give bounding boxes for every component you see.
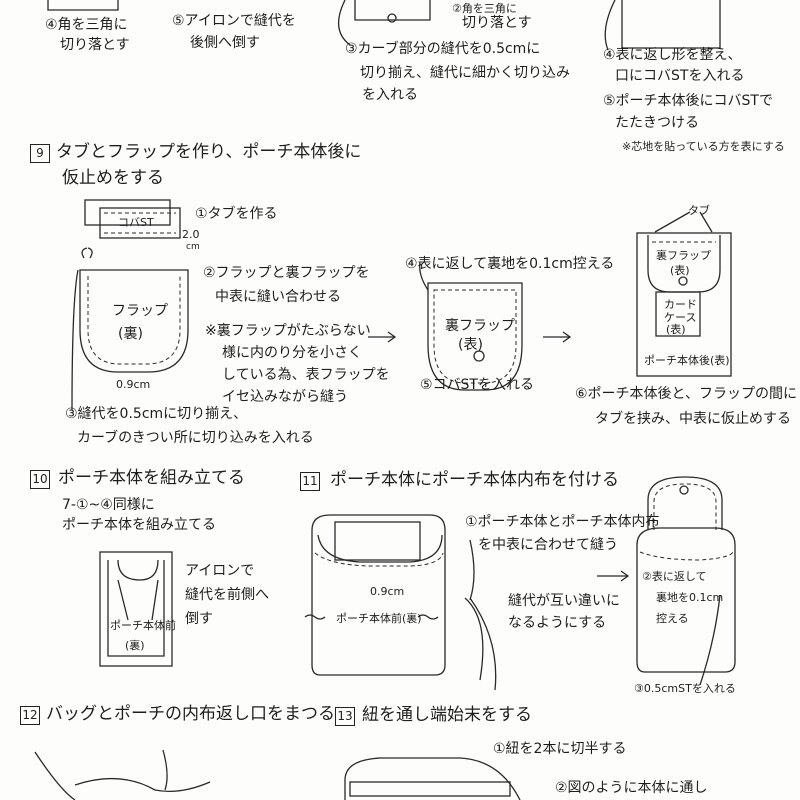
note-left-step4-line2: 切り落とす xyxy=(60,37,130,53)
pouch-back-label: ポーチ本体後(表) xyxy=(644,354,730,367)
iron-note-line3: 倒す xyxy=(185,611,213,627)
section9-note-line2: 様に内のり分を小さく xyxy=(222,345,362,361)
section13-step2: ②図のように本体に通し xyxy=(555,780,708,796)
section10-sub-line1: 7-①~④同様に xyxy=(62,497,155,513)
section11-seam: 0.9cm xyxy=(370,585,405,598)
note-mid-step3-line1: ③カーブ部分の縫代を0.5cmに xyxy=(345,41,541,57)
section9-step3-line2: カーブのきつい所に切り込みを入れる xyxy=(77,430,314,446)
iron-note-line1: アイロンで xyxy=(185,563,255,579)
section10-number: 10 xyxy=(30,470,50,489)
flap2-side: (表) xyxy=(458,337,483,353)
pouch-front-label: ポーチ本体前 xyxy=(110,619,176,632)
section9-note-line3: している為、表フラップを xyxy=(222,367,390,383)
section11-seam-note-line1: 縫代が互い違いに xyxy=(508,593,620,609)
iron-note-line2: 縫代を前側へ xyxy=(185,587,269,603)
tab-label: コバST xyxy=(118,216,154,229)
section9-note-line1: ※裏フラップがたぶらない xyxy=(205,323,371,339)
note-mid-step2-line2: 切り落とす xyxy=(462,15,532,31)
section12-number: 12 xyxy=(20,706,40,725)
arrow-right-3 xyxy=(597,570,630,582)
top-middle-fragment xyxy=(338,0,431,46)
section11-body-label: ポーチ本体前(裏) xyxy=(336,612,422,625)
note-right-step5-line1: ⑤ポーチ本体後にコバSTで xyxy=(603,93,773,109)
cord-drawing xyxy=(344,757,521,800)
flap-drawing xyxy=(71,269,189,411)
section9-step2-line1: ②フラップと裏フラップを xyxy=(203,265,370,281)
section9-step3-line1: ③縫代を0.5cmに切り揃え、 xyxy=(65,406,248,422)
pouch-back-drawing xyxy=(636,211,732,377)
tab-callout: タブ xyxy=(688,204,710,217)
tab-unit: cm xyxy=(186,242,200,252)
section11-step2-line3: 控える xyxy=(656,612,689,625)
note-left-step5-line1: ⑤アイロンで縫代を xyxy=(172,13,296,29)
section9-step5: ⑤コバSTを入れる xyxy=(420,377,534,393)
section11-step2-line1: ②表に返して xyxy=(642,570,707,583)
flap-seam: 0.9cm xyxy=(116,378,151,391)
card-case-label1: カード xyxy=(664,298,697,311)
flap-turned-drawing xyxy=(419,261,523,391)
note-left-step4-line1: ④角を三角に xyxy=(45,17,128,33)
section11-step1-line2: を中表に合わせて縫う xyxy=(478,537,618,553)
tab-drawing xyxy=(81,199,181,259)
card-case-label3: (表) xyxy=(666,323,686,336)
section13-step1: ①紐を2本に切半する xyxy=(493,741,627,757)
arrow-right-2 xyxy=(543,331,572,343)
section11-number: 11 xyxy=(300,472,320,491)
section9-number: 9 xyxy=(30,144,50,163)
note-right-step4-line1: ④表に返し形を整え、 xyxy=(603,47,742,63)
section13-number: 13 xyxy=(335,707,355,726)
section11-step2-line2: 裏地を0.1cm xyxy=(656,591,724,604)
section11-step1-line1: ①ポーチ本体とポーチ本体内布 xyxy=(465,514,660,530)
top-left-fragment xyxy=(47,0,119,11)
section10-sub-line2: ポーチ本体を組み立てる xyxy=(62,517,216,533)
tab-width: 2.0 xyxy=(182,228,200,241)
flap-label: フラップ xyxy=(112,303,168,319)
top-right-fragment xyxy=(604,0,721,51)
section9-note-line4: イセ込みながら縫う xyxy=(222,389,348,405)
note-left-step5-line2: 後側へ倒す xyxy=(190,35,260,51)
note-mid-step3-line3: を入れる xyxy=(362,87,418,103)
section9-step2-line2: 中表に縫い合わせる xyxy=(215,289,341,305)
note-right-memo: ※芯地を貼っている方を表にする xyxy=(622,140,785,153)
inner-flap-label: 裏フラップ xyxy=(656,249,711,262)
section9-title-line2: 仮止めをする xyxy=(62,168,164,188)
card-case-label2: ケース xyxy=(664,311,697,324)
tab-step: ①タブを作る xyxy=(195,206,278,222)
section9-title-line1: タブとフラップを作り、ポーチ本体後に xyxy=(56,142,362,162)
arrow-right-1 xyxy=(368,331,397,343)
section9-step6-line1: ⑥ポーチ本体後と、フラップの間に xyxy=(575,386,797,402)
note-mid-step2-line1: ②角を三角に xyxy=(452,2,517,15)
inner-flap-side: (表) xyxy=(670,264,690,277)
section12-title: バッグとポーチの内布返し口をまつる xyxy=(46,704,335,724)
note-right-step4-line2: 口にコバSTを入れる xyxy=(615,68,745,84)
section10-title: ポーチ本体を組み立てる xyxy=(58,468,245,488)
section9-step6-line2: タブを挟み、中表に仮止めする xyxy=(595,411,791,427)
pouch-with-lining-drawing xyxy=(304,514,497,691)
flap2-label: 裏フラップ xyxy=(445,318,515,334)
pouch-finished-drawing xyxy=(636,476,736,686)
bag-opening-drawing xyxy=(34,749,211,800)
pouch-front-assembled-drawing xyxy=(99,551,173,667)
flap-side: (裏) xyxy=(118,326,143,342)
note-right-step5-line2: たたきつける xyxy=(615,115,699,131)
section11-step3: ③0.5cmSTを入れる xyxy=(634,682,736,695)
section11-title: ポーチ本体にポーチ本体内布を付ける xyxy=(330,470,619,490)
section9-step4: ④表に返して裏地を0.1cm控える xyxy=(405,256,615,272)
note-mid-step3-line2: 切り揃え、縫代に細かく切り込み xyxy=(360,65,570,81)
section11-seam-note-line2: なるようにする xyxy=(508,615,607,631)
section13-title: 紐を通し端始末をする xyxy=(362,705,532,725)
pouch-front-side: (裏) xyxy=(125,639,145,652)
